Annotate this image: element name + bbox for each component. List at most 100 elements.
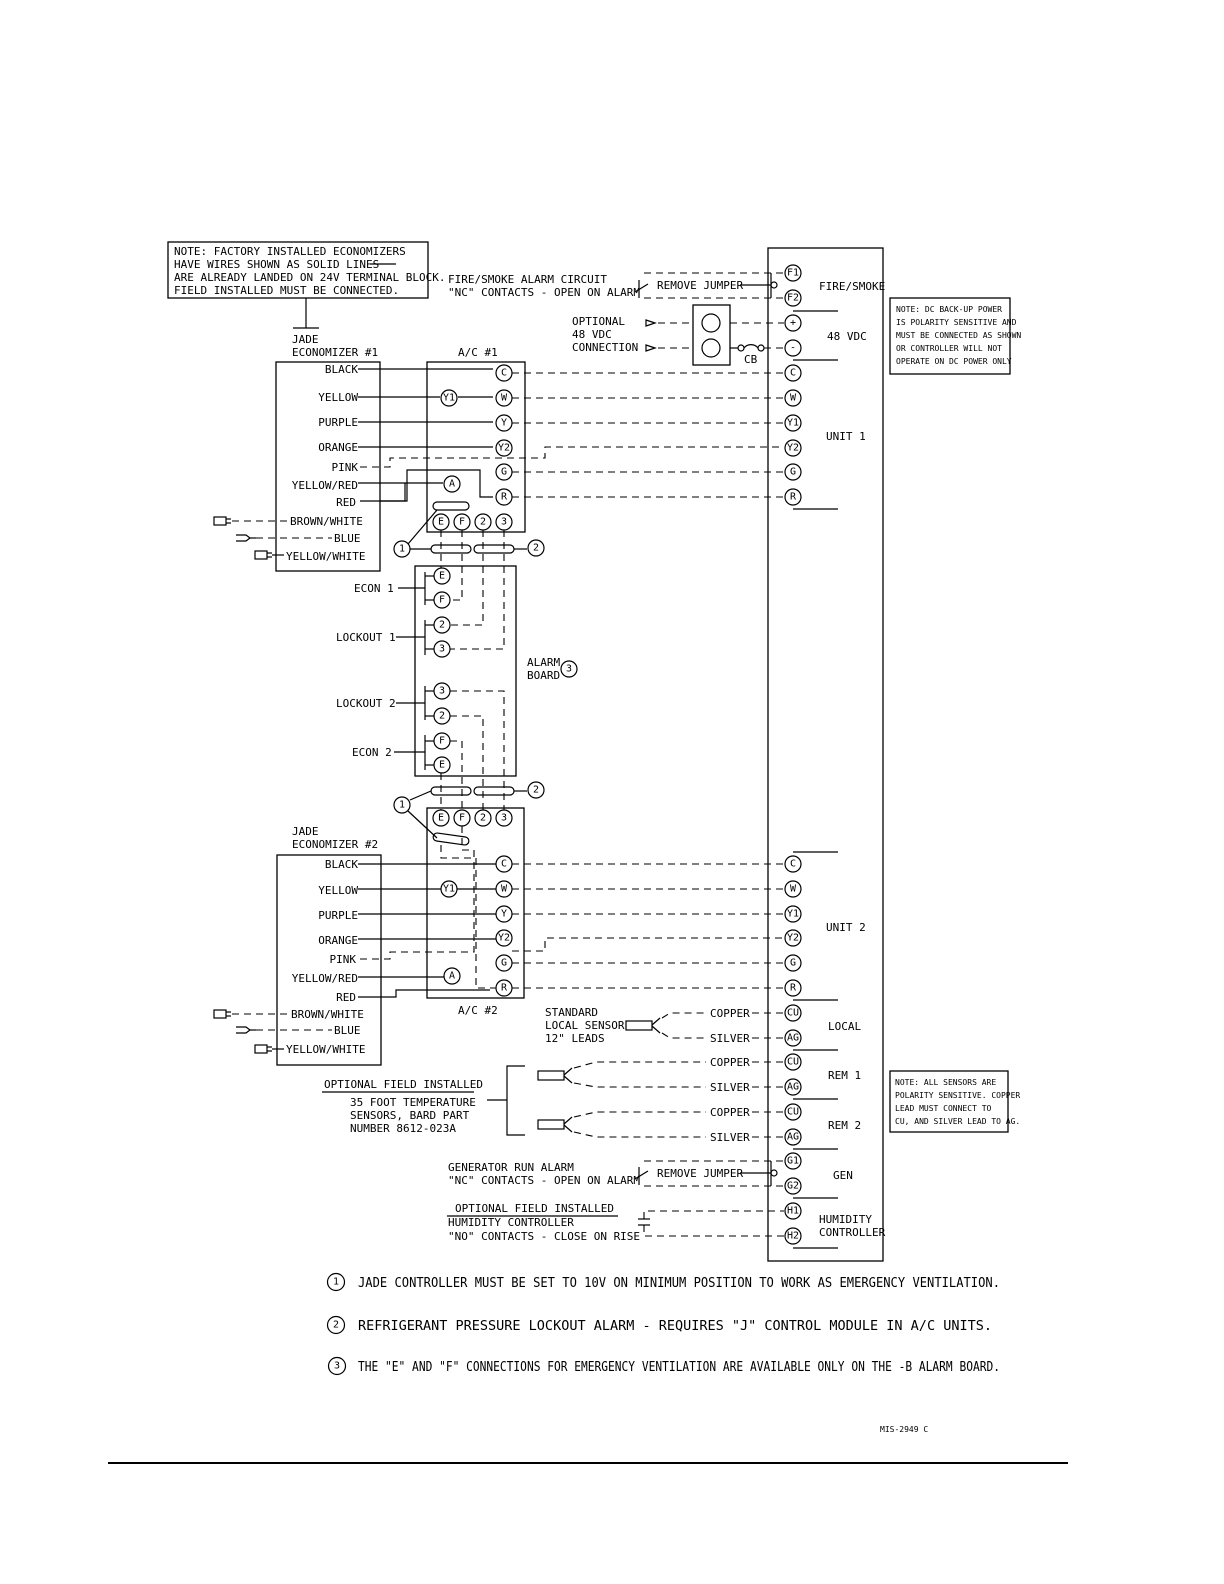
dc-note-line-3: MUST BE CONNECTED AS SHOWN [896, 331, 1021, 340]
gen-alarm-text-1: GENERATOR RUN ALARM [448, 1161, 574, 1174]
ac-unit-2: 2 1 E F 2 3 C W Y Y2 G R Y1 A A/C #2 [360, 781, 545, 1017]
callout-2-icon: 2 [527, 539, 545, 557]
callout-3-icon: 3 [560, 660, 578, 678]
alarm-group-econ1: ECON 1 [354, 582, 394, 595]
dc-note-line-4: OR CONTROLLER WILL NOT [896, 344, 1002, 353]
svg-text:F1: F1 [787, 268, 799, 279]
svg-text:F: F [459, 813, 465, 824]
factory-note-line-1: NOTE: FACTORY INSTALLED ECONOMIZERS [174, 245, 406, 258]
ctrl-u1-terminal-r: R [784, 488, 802, 506]
econ2-wire-orange: ORANGE [318, 934, 358, 947]
svg-text:E: E [438, 813, 444, 824]
factory-note-line-3: ARE ALREADY LANDED ON 24V TERMINAL BLOCK… [174, 271, 446, 284]
alarm-terminal-3b: 3 [425, 682, 451, 700]
econ1-wire-brown-white: BROWN/WHITE [290, 515, 363, 528]
ac1-terminal-g: G [495, 463, 513, 481]
humidity-text-2: "NO" CONTACTS - CLOSE ON RISE [448, 1230, 640, 1243]
alarm-terminal-3a: 3 [425, 640, 451, 658]
econ1-wire-yellow: YELLOW [318, 391, 358, 404]
ctrl-rem2-ag: AG [784, 1128, 802, 1146]
ctrl-u2-terminal-c: C [784, 855, 802, 873]
econ1-wire-purple: PURPLE [318, 416, 358, 429]
footnote-1: 1 JADE CONTROLLER MUST BE SET TO 10V ON … [326, 1272, 1000, 1292]
ctrl-u1-terminal-g: G [784, 463, 802, 481]
svg-text:-: - [790, 343, 796, 354]
ac1-terminal-a-aux: A [443, 475, 461, 493]
svg-text:C: C [790, 368, 796, 379]
local-sensor-icon [625, 1017, 661, 1034]
svg-text:3: 3 [501, 517, 507, 528]
footnote-2-number: 2 [333, 1320, 339, 1331]
alarm-board-label-1: ALARM [527, 656, 560, 669]
std-sensor-text-1: STANDARD [545, 1006, 598, 1019]
footnote-1-number: 1 [333, 1277, 339, 1288]
ctrl-u1-terminal-y1: Y1 [784, 414, 802, 432]
econ2-wire-brown-white: BROWN/WHITE [291, 1008, 364, 1021]
controller-panel: F1 F2 FIRE/SMOKE + - 48 VDC C W Y1 Y2 G … [767, 247, 886, 1262]
svg-text:W: W [790, 884, 797, 895]
svg-text:G1: G1 [787, 1156, 799, 1167]
svg-text:W: W [790, 393, 797, 404]
ac1-terminal-2: 2 [474, 513, 492, 531]
opt-sensors-text-3: NUMBER 8612-023A [350, 1122, 456, 1135]
sensor-section: STANDARD LOCAL SENSOR 12" LEADS COPPER S… [322, 1006, 784, 1144]
rem2-silver-label: SILVER [710, 1131, 750, 1144]
alarm-terminal-2b: 2 [425, 707, 451, 725]
alarm-group-lockout1: LOCKOUT 1 [336, 631, 396, 644]
svg-text:Y1: Y1 [787, 909, 799, 920]
svg-text:2: 2 [480, 813, 486, 824]
remote-sensor-2-icon [537, 1116, 573, 1133]
ctrl-u1-terminal-w: W [784, 389, 802, 407]
ac1-terminal-c: C [495, 364, 513, 382]
fire-smoke-circuit: FIRE/SMOKE ALARM CIRCUIT "NC" CONTACTS -… [448, 272, 784, 299]
ctrl-terminal-f1: F1 [784, 264, 802, 282]
ac2-terminal-2: 2 [474, 809, 492, 827]
alarm-group-lockout2: LOCKOUT 2 [336, 697, 396, 710]
ac1-terminal-y1-aux: Y1 [440, 389, 458, 407]
ctrl-gen-g2: G2 [784, 1177, 802, 1195]
econ1-wire-red: RED [336, 496, 356, 509]
svg-text:F2: F2 [787, 293, 799, 304]
optional-48-text-2: 48 VDC [572, 328, 612, 341]
opt-sensors-title: OPTIONAL FIELD INSTALLED [324, 1078, 483, 1091]
dc-note-line-1: NOTE: DC BACK-UP POWER [896, 305, 1002, 314]
section-fire-smoke: FIRE/SMOKE [819, 280, 885, 293]
svg-text:1: 1 [399, 544, 405, 555]
factory-note: NOTE: FACTORY INSTALLED ECONOMIZERS HAVE… [167, 241, 446, 329]
svg-text:CU: CU [787, 1008, 799, 1019]
svg-text:Y2: Y2 [498, 933, 510, 944]
footnote-1-text: JADE CONTROLLER MUST BE SET TO 10V ON MI… [358, 1275, 1000, 1291]
econ2-title-2: ECONOMIZER #2 [292, 838, 378, 851]
econ2-title-1: JADE [292, 825, 319, 838]
econ1-wire-yellow-white: YELLOW/WHITE [286, 550, 365, 563]
svg-text:C: C [501, 368, 507, 379]
svg-text:E: E [439, 760, 445, 771]
svg-text:R: R [790, 983, 797, 994]
ac1-terminal-r: R [495, 488, 513, 506]
ac2-terminal-y1-aux: Y1 [440, 880, 458, 898]
svg-text:3: 3 [501, 813, 507, 824]
callout-2-icon: 2 [527, 781, 545, 799]
ac1-terminal-w: W [495, 389, 513, 407]
plug-icon [236, 1026, 256, 1034]
alarm-board-label-2: BOARD [527, 669, 560, 682]
ctrl-rem1-cu: CU [784, 1053, 802, 1071]
fire-smoke-text-2: "NC" CONTACTS - OPEN ON ALARM [448, 286, 640, 299]
svg-text:Y1: Y1 [787, 418, 799, 429]
ctrl-rem1-ag: AG [784, 1078, 802, 1096]
plug-icon [213, 1009, 231, 1019]
ac2-terminal-w: W [495, 880, 513, 898]
optional-48-text-1: OPTIONAL [572, 315, 625, 328]
fire-smoke-text-1: FIRE/SMOKE ALARM CIRCUIT [448, 273, 607, 286]
ctrl-u2-terminal-r: R [784, 979, 802, 997]
svg-text:F: F [439, 595, 445, 606]
ctrl-terminal-plus: + [784, 314, 802, 332]
section-gen: GEN [833, 1169, 853, 1182]
callout-1-icon: 1 [393, 796, 411, 814]
econ1-title-2: ECONOMIZER #1 [292, 346, 378, 359]
plug-icon [254, 1044, 272, 1054]
economizer-1: JADE ECONOMIZER #1 BLACK YELLOW PURPLE O… [213, 333, 784, 572]
ctrl-hum-h2: H2 [784, 1227, 802, 1245]
svg-text:3: 3 [566, 664, 572, 675]
econ2-wire-blue: BLUE [334, 1024, 361, 1037]
